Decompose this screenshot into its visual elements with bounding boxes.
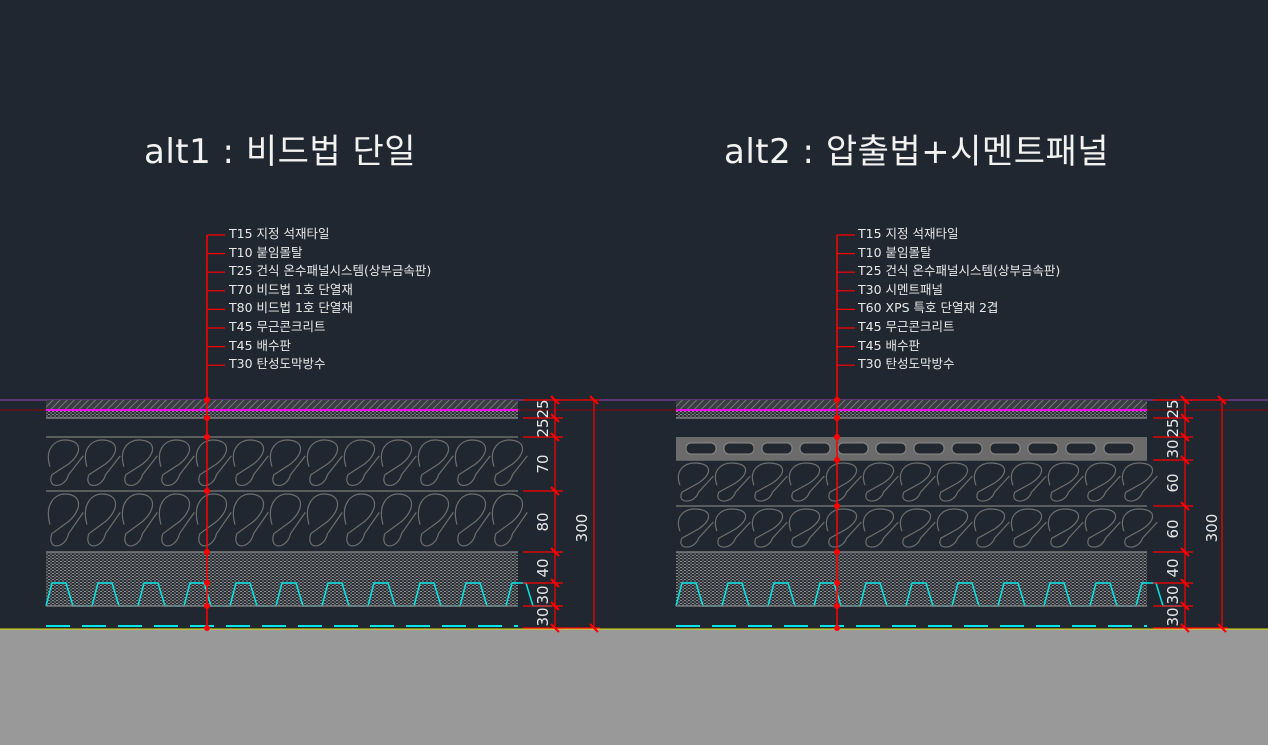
dimension-value: 30	[534, 584, 552, 605]
cement-panel-layer	[676, 437, 1147, 460]
leader-point	[834, 457, 840, 463]
dimension-tick	[1180, 601, 1190, 611]
leader-point	[204, 434, 210, 440]
dimension-tick	[1180, 578, 1190, 588]
dimension-tick	[1180, 501, 1190, 511]
dimension-value: 25	[1164, 417, 1182, 438]
ground-fill	[0, 629, 1268, 745]
dimension-tick	[550, 547, 560, 557]
stone-tile-layer	[46, 400, 518, 410]
dimension-value: 30	[1164, 607, 1182, 627]
dimension-tick	[1180, 455, 1190, 465]
leader-point	[834, 603, 840, 609]
layer-label: T15 지정 석재타일	[858, 226, 959, 241]
layer-label: T15 지정 석재타일	[229, 226, 330, 241]
cement-panel-hole	[1027, 442, 1059, 455]
total-dimension-tick	[1217, 395, 1227, 405]
leader-point	[834, 397, 840, 403]
total-thickness: 300	[1203, 513, 1221, 543]
cement-panel-hole	[989, 442, 1021, 455]
leader-point	[204, 603, 210, 609]
dimension-tick	[550, 601, 560, 611]
xps-insulation-layer	[677, 462, 1158, 502]
cement-panel-hole	[913, 442, 945, 455]
layer-label: T10 붙임몰탈	[858, 244, 932, 260]
eps-insulation-layer	[47, 493, 528, 547]
dimension-tick	[1180, 432, 1190, 442]
leader-point	[204, 549, 210, 555]
stone-tile-layer	[676, 400, 1147, 410]
cement-panel-hole	[761, 442, 793, 455]
leader-point	[204, 397, 210, 403]
layer-label: T30 탄성도막방수	[229, 356, 326, 372]
cement-panel-hole	[799, 442, 831, 455]
dimension-value: 60	[1164, 473, 1182, 493]
dimension-value: 40	[1164, 557, 1182, 578]
leader-point	[204, 415, 210, 421]
leader-point	[204, 625, 210, 631]
dimension-value: 30	[534, 607, 552, 627]
leader-point	[834, 434, 840, 440]
dimension-tick	[1180, 413, 1190, 423]
dimension-value: 25	[534, 399, 552, 419]
layer-label: T25 건식 온수패널시스템(상부금속판)	[229, 263, 432, 279]
cement-panel-hole	[1103, 442, 1135, 455]
cement-panel-hole	[685, 442, 717, 455]
leader-point	[834, 549, 840, 555]
layer-label: T30 탄성도막방수	[858, 356, 955, 372]
cement-panel-hole	[1065, 442, 1097, 455]
dimension-tick	[1180, 547, 1190, 557]
dimension-value: 70	[534, 454, 552, 474]
eps-insulation-layer	[47, 439, 528, 487]
dimension-tick	[550, 413, 560, 423]
layer-label: T45 배수판	[858, 337, 921, 353]
leader-point	[834, 415, 840, 421]
dimension-value: 30	[1164, 584, 1182, 605]
leader-point	[204, 488, 210, 494]
cement-panel-hole	[723, 442, 755, 455]
leader-point	[834, 625, 840, 631]
dimension-tick	[550, 486, 560, 496]
section-title-alt2: alt2 : 압출법+시멘트패널	[724, 132, 1110, 172]
leader-point	[204, 580, 210, 586]
dimension-value: 40	[534, 557, 552, 578]
dimension-tick	[550, 623, 560, 633]
dimension-value: 60	[1164, 519, 1182, 539]
dimension-value: 25	[534, 417, 552, 438]
mortar-layer	[676, 411, 1147, 418]
dimension-tick	[550, 578, 560, 588]
layer-label: T70 비드법 1호 단열재	[229, 281, 353, 297]
xps-insulation-layer	[677, 508, 1158, 548]
section-title-alt1: alt1 : 비드법 단일	[144, 132, 417, 172]
layer-label: T25 건식 온수패널시스템(상부금속판)	[858, 263, 1061, 279]
total-dimension-tick	[589, 623, 599, 633]
layer-label: T45 배수판	[229, 337, 292, 353]
dimension-tick	[550, 432, 560, 442]
total-dimension-tick	[1217, 623, 1227, 633]
dimension-value: 80	[534, 511, 552, 532]
total-thickness: 300	[573, 513, 591, 543]
layer-label: T80 비드법 1호 단열재	[229, 300, 353, 316]
dimension-value: 25	[1164, 399, 1182, 419]
leader-point	[834, 503, 840, 509]
dimension-value: 30	[1164, 438, 1182, 459]
mortar-layer	[46, 411, 518, 418]
layer-label: T10 붙임몰탈	[229, 244, 303, 260]
cement-panel-hole	[875, 442, 907, 455]
layer-label: T45 무근콘크리트	[858, 319, 955, 334]
total-dimension-tick	[589, 395, 599, 405]
layer-label: T30 시멘트패널	[858, 281, 944, 297]
dimension-tick	[550, 395, 560, 405]
cement-panel-hole	[951, 442, 983, 455]
layer-label: T45 무근콘크리트	[229, 319, 326, 334]
leader-point	[834, 580, 840, 586]
concrete-layer	[46, 552, 518, 606]
layer-label: T60 XPS 특호 단열재 2겹	[858, 300, 999, 316]
cement-panel-hole	[837, 442, 869, 455]
